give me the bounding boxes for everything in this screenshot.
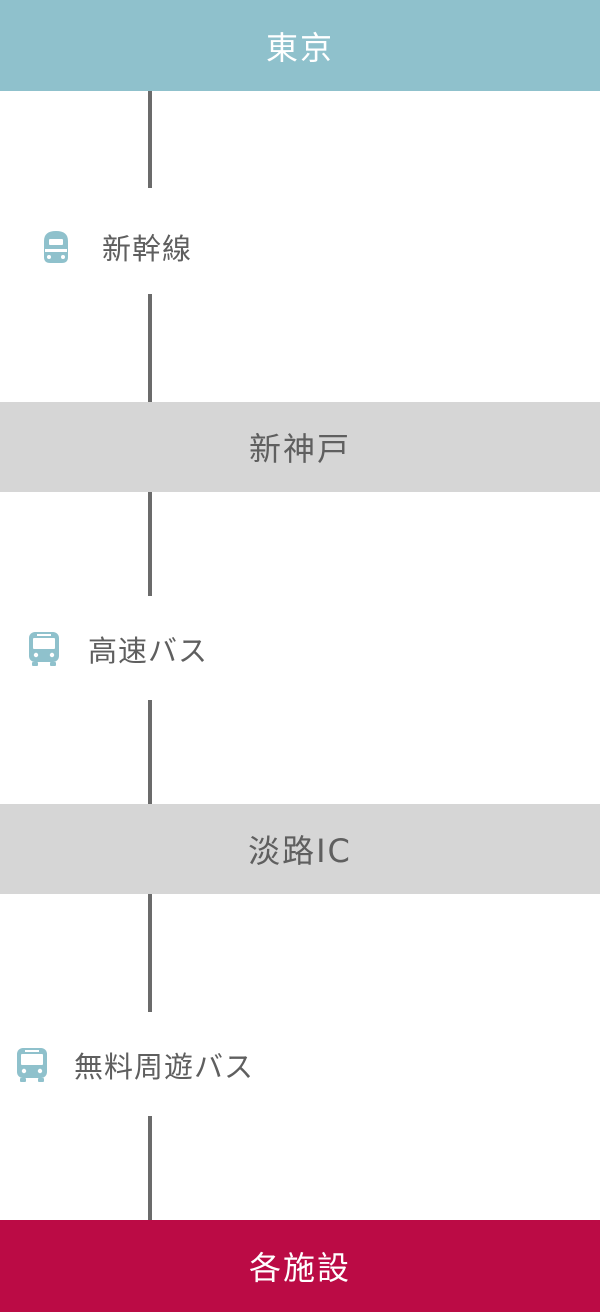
route-line-segment (148, 91, 152, 188)
bus-icon (24, 629, 64, 669)
station-shin-kobe: 新神戸 (0, 402, 600, 492)
leg-free-shuttle-bus: 無料周遊バス (12, 1044, 254, 1086)
leg-label: 高速バス (88, 634, 209, 668)
leg-highway-bus: 高速バス (24, 628, 208, 670)
route-line-segment (148, 894, 152, 1012)
station-awaji-ic: 淡路IC (0, 804, 600, 894)
leg-shinkansen: 新幹線 (36, 226, 192, 268)
shinkansen-icon (36, 227, 76, 267)
leg-label: 新幹線 (102, 232, 193, 266)
route-line-segment (148, 294, 152, 402)
station-tokyo: 東京 (0, 0, 600, 91)
station-facilities: 各施設 (0, 1220, 600, 1312)
route-line-segment (148, 700, 152, 804)
route-line-segment (148, 492, 152, 596)
route-line-segment (148, 1116, 152, 1220)
bus-icon (12, 1045, 52, 1085)
leg-label: 無料周遊バス (74, 1050, 255, 1084)
